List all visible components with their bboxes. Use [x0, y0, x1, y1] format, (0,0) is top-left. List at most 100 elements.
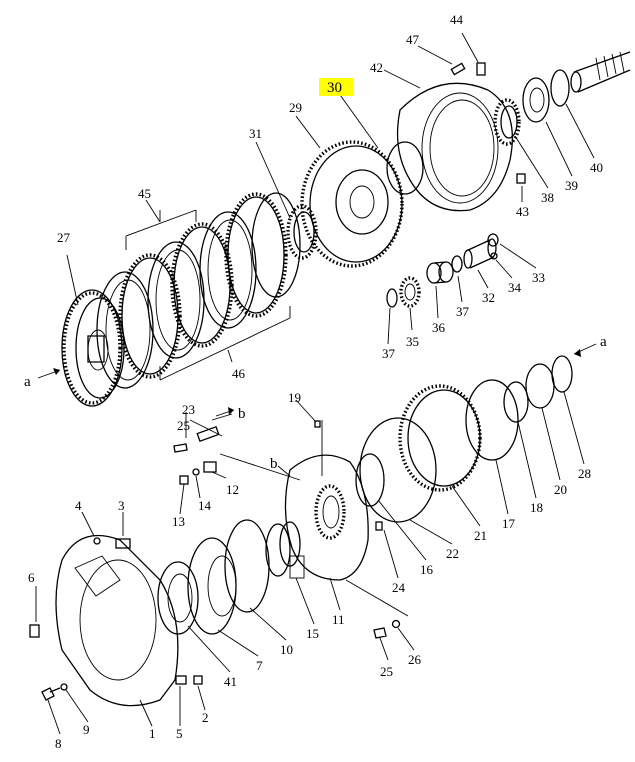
part-32-shaft	[463, 238, 497, 269]
part-14-washer	[192, 468, 200, 476]
part-4-ball	[93, 537, 101, 545]
callout-43: 43	[516, 204, 529, 219]
callout-14: 14	[198, 498, 212, 513]
part-8-bolt	[41, 687, 61, 701]
part-35-pinion	[399, 276, 421, 308]
part-10-seal	[224, 519, 270, 613]
callout-37-a: 37	[382, 346, 396, 361]
part-21-gear	[398, 384, 482, 492]
callout-20: 20	[554, 482, 567, 497]
callout-26: 26	[408, 652, 422, 667]
part-5-plug	[175, 675, 187, 685]
callout-41: 41	[224, 674, 237, 689]
callout-21: 21	[474, 528, 487, 543]
callout-37-b: 37	[456, 304, 470, 319]
callout-3: 3	[118, 498, 125, 513]
part-38-bearing	[493, 98, 521, 146]
callout-28: 28	[578, 466, 591, 481]
callout-10: 10	[280, 642, 293, 657]
connector-b-mid: b	[270, 456, 278, 472]
part-27-gear	[61, 289, 125, 407]
part-3-plug	[115, 538, 131, 549]
part-6-pin	[29, 624, 40, 638]
part-33-plug	[487, 233, 499, 247]
callout-24: 24	[392, 580, 406, 595]
part-34-ball	[490, 252, 498, 260]
callout-40: 40	[590, 160, 603, 175]
part-22-seal	[359, 417, 437, 523]
callout-4: 4	[75, 498, 82, 513]
leader-lines	[35, 32, 597, 735]
callout-19: 19	[288, 390, 301, 405]
part-18-ring	[503, 381, 529, 423]
part-40-snap-ring	[550, 69, 570, 107]
callout-17: 17	[502, 516, 516, 531]
part-37-washer-a	[386, 288, 398, 308]
part-2-plug	[193, 675, 203, 685]
part-43-pin	[516, 173, 526, 184]
callout-11: 11	[332, 612, 345, 627]
part-31-gear	[286, 204, 318, 260]
callout-32: 32	[482, 290, 495, 305]
callout-39: 39	[565, 178, 578, 193]
part-41-bearing	[157, 561, 199, 635]
highlight-box	[319, 78, 353, 96]
callout-1: 1	[149, 726, 156, 741]
callout-25-a: 25	[177, 418, 190, 433]
callout-42: 42	[370, 60, 383, 75]
arrow-b-top-icon	[228, 407, 234, 415]
callout-18: 18	[530, 500, 543, 515]
part-9-washer	[60, 683, 68, 691]
callout-2: 2	[202, 710, 209, 725]
part-7-piston	[187, 537, 237, 635]
part-25-bolt-b	[373, 627, 387, 639]
part-12-plug	[203, 461, 217, 473]
output-shaft	[570, 51, 631, 93]
callout-12: 12	[226, 482, 239, 497]
callout-5: 5	[176, 726, 183, 741]
callout-25-b: 25	[380, 664, 393, 679]
connector-a-right: a	[600, 334, 607, 350]
callout-36: 36	[432, 320, 446, 335]
part-20-ring	[525, 363, 555, 409]
part-30-ring	[386, 141, 424, 195]
connector-b-top: b	[238, 406, 246, 422]
callout-38: 38	[541, 190, 554, 205]
part-47-bolt	[450, 62, 466, 76]
callout-6: 6	[28, 570, 35, 585]
part-39-bearing	[522, 77, 550, 123]
callout-9: 9	[83, 722, 90, 737]
part-19-pin	[314, 420, 321, 428]
part-15-seals	[265, 521, 305, 579]
part-29-gear	[300, 140, 404, 268]
callout-44: 44	[450, 12, 464, 27]
callout-31: 31	[249, 126, 262, 141]
part-28-snap-ring	[551, 355, 573, 393]
part-44-pin	[476, 62, 486, 76]
connector-a-left: a	[24, 374, 31, 390]
clutch-disc-pack	[96, 192, 301, 389]
part-13-plug	[179, 475, 189, 485]
callout-45: 45	[138, 186, 151, 201]
callout-labels: 30 27 45 31 29 42 47 44 43 38 39 40 33 3…	[24, 12, 607, 751]
callout-47: 47	[406, 32, 420, 47]
part-24-pin	[375, 521, 383, 531]
part-11-cylinder	[284, 454, 369, 581]
callout-8: 8	[55, 736, 62, 751]
callout-35: 35	[406, 334, 419, 349]
callout-30: 30	[327, 80, 342, 96]
callout-29: 29	[289, 100, 302, 115]
part-36-bearing	[426, 261, 454, 284]
connector-arrows	[53, 349, 581, 415]
part-17-plate	[465, 379, 519, 461]
callout-13: 13	[172, 514, 185, 529]
callout-23: 23	[182, 402, 195, 417]
callout-7: 7	[256, 658, 263, 673]
part-42-cover	[396, 82, 513, 212]
callout-34: 34	[508, 280, 522, 295]
part-25-bolt-a	[173, 443, 188, 453]
part-37-washer-b	[451, 255, 463, 273]
part-26-washer	[391, 619, 401, 629]
